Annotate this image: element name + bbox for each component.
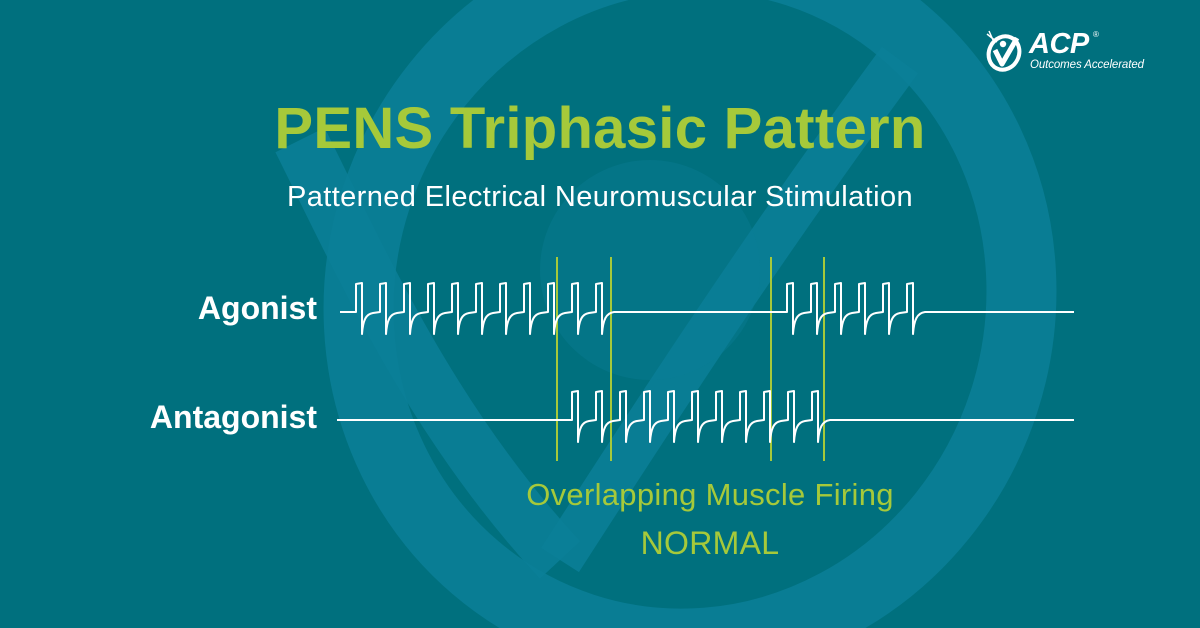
logo-wordmark: ACP: [1029, 28, 1089, 60]
page-subtitle: Patterned Electrical Neuromuscular Stimu…: [286, 181, 914, 213]
agonist-waveform: [340, 282, 1074, 335]
logo-tagline: Outcomes Accelerated: [1030, 59, 1144, 71]
row-label-antagonist: Antagonist: [149, 399, 317, 435]
overlap-caption: Overlapping Muscle Firing: [526, 477, 894, 512]
acp-checkmark-icon: [986, 30, 1022, 72]
antagonist-waveform: [337, 390, 1074, 443]
row-label-agonist: Agonist: [197, 290, 317, 326]
status-label: NORMAL: [640, 525, 780, 561]
acp-logo: ACP ® Outcomes Accelerated: [983, 28, 1173, 78]
overlap-marker-lines: [556, 257, 825, 461]
registered-mark: ®: [1093, 30, 1099, 39]
page-title: PENS Triphasic Pattern: [274, 96, 926, 161]
